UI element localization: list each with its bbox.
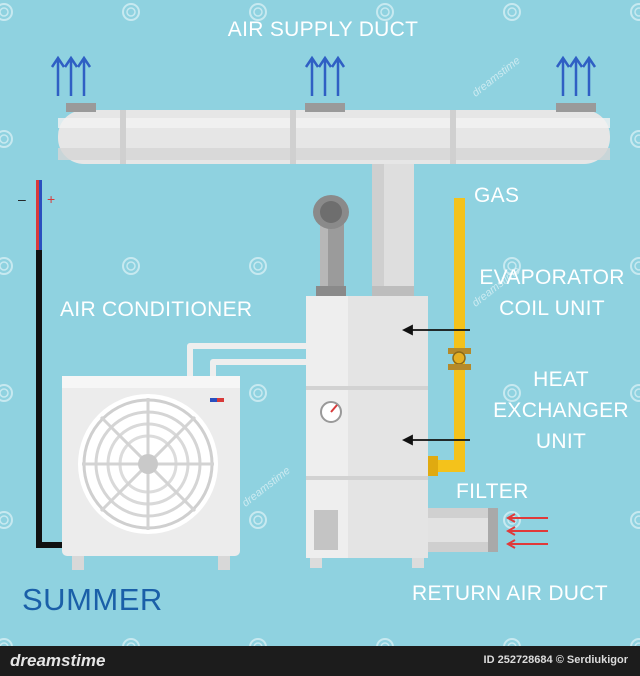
polarity-plus: + [47,191,56,207]
label-air-conditioner: AIR CONDITIONER [60,298,253,321]
arrow-in-icon [505,513,548,549]
season-title: SUMMER [22,582,163,617]
arrow-up-icon [50,55,92,96]
electrical-wire [36,180,66,548]
arrow-up-icon [304,55,346,96]
label-heat-line3: UNIT [535,430,587,453]
footer-id-credit: ID 252728684 © Serdiukigor [483,654,628,666]
supply-arrows [50,55,597,96]
arrow-up-icon [555,55,597,96]
return-duct [428,508,498,552]
gas-valve [448,348,471,354]
label-heat-line1: HEAT [533,368,589,391]
footer-brand: dreamstime [10,651,106,670]
vent-right [556,103,596,112]
label-evaporator-line1: EVAPORATOR [479,266,625,289]
gauge-icon [320,401,342,423]
flue-pipe [313,195,349,302]
refrigerant-lines [187,343,306,376]
vent-left [66,103,96,112]
polarity-minus: – [18,191,27,207]
pointer-arrows [401,324,470,446]
furnace-unit [306,296,428,568]
label-heat-line2: EXCHANGER [493,399,629,422]
outdoor-ac-unit [62,376,240,570]
label-filter: FILTER [456,480,529,503]
label-return-air-duct: RETURN AIR DUCT [412,582,608,605]
label-evaporator-line2: COIL UNIT [499,297,605,320]
supply-duct [58,103,610,298]
label-air-supply-duct: AIR SUPPLY DUCT [227,18,419,41]
fan-icon [78,394,218,534]
label-gas: GAS [474,184,520,207]
gas-pipe [428,198,471,476]
footer-bar: dreamstime ID 252728684 © Serdiukigor [0,646,640,676]
vent-middle [305,103,345,112]
